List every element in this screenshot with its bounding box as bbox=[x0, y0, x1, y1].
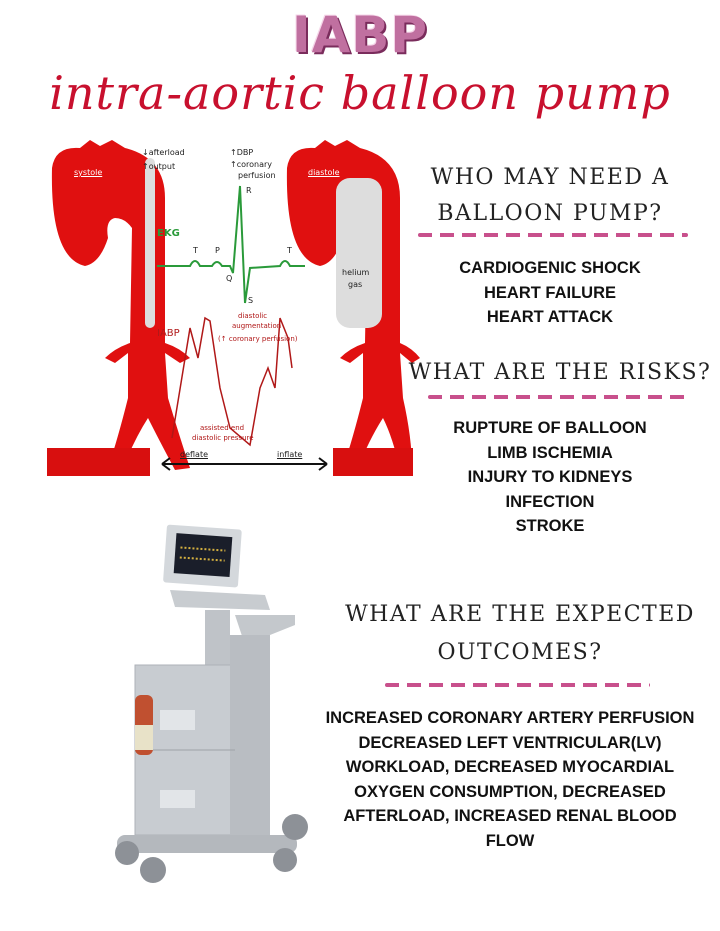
heading-line: BALLOON PUMP? bbox=[437, 201, 663, 226]
dashed-divider bbox=[428, 395, 690, 399]
ekg-s-label: S bbox=[248, 296, 254, 305]
dashed-divider bbox=[418, 233, 688, 237]
diastole-aorta bbox=[286, 140, 420, 470]
list-item: CARDIOGENIC SHOCK bbox=[459, 259, 641, 277]
dbp-label: ↑DBP bbox=[230, 148, 254, 157]
list-item: FLOW bbox=[485, 831, 535, 850]
list-item: HEART FAILURE bbox=[484, 283, 616, 302]
iabp-machine-image bbox=[95, 515, 315, 885]
inflated-balloon bbox=[336, 178, 382, 328]
list-item: RUPTURE OF BALLOON bbox=[453, 419, 647, 437]
ekg-label: EKG bbox=[157, 228, 180, 239]
iabp-diagram: systole diastole ↓afterload ↑output ↑DBP… bbox=[40, 138, 420, 483]
afterload-label: ↓afterload bbox=[142, 148, 185, 157]
ekg-t-label: T bbox=[193, 246, 198, 255]
ekg-q-label: Q bbox=[226, 274, 233, 283]
list-item: LIMB ISCHEMIA bbox=[487, 443, 613, 462]
who-needs-list: CARDIOGENIC SHOCK HEART FAILURE HEART AT… bbox=[410, 256, 690, 330]
aorta-illustration bbox=[47, 140, 420, 476]
augmentation-label: augmentation bbox=[232, 322, 282, 330]
gas-label: gas bbox=[348, 280, 363, 289]
ekg-p-label: P bbox=[215, 246, 220, 255]
ekg-waveform bbox=[157, 185, 305, 304]
iabp-console-drawing bbox=[115, 524, 308, 883]
page-subtitle: intra-aortic balloon pump bbox=[49, 66, 671, 120]
diastolic-label: diastolic bbox=[238, 312, 268, 320]
list-item: INCREASED CORONARY ARTERY PERFUSION bbox=[325, 709, 695, 727]
list-item: INJURY TO KIDNEYS bbox=[467, 468, 633, 486]
perfusion-label: perfusion bbox=[238, 171, 276, 180]
iabp-waveform bbox=[171, 316, 293, 447]
heading-line: OUTCOMES? bbox=[437, 640, 603, 665]
risks-heading: WHAT ARE THE RISKS? bbox=[400, 355, 720, 391]
ekg-t2-label: T bbox=[287, 246, 292, 255]
systole-aorta bbox=[51, 140, 190, 470]
inflate-label: inflate bbox=[277, 450, 303, 459]
list-item: AFTERLOAD, INCREASED RENAL BLOOD bbox=[343, 807, 677, 825]
systole-bar bbox=[47, 448, 150, 476]
ekg-r-label: R bbox=[246, 186, 252, 195]
list-item: DECREASED LEFT VENTRICULAR(LV) bbox=[358, 733, 662, 752]
systole-label: systole bbox=[74, 168, 103, 177]
coronary-perfusion-label: (↑ coronary perfusion) bbox=[218, 335, 298, 343]
risks-list: RUPTURE OF BALLOON LIMB ISCHEMIA INJURY … bbox=[410, 416, 690, 539]
heading-line: WHO MAY NEED A bbox=[430, 165, 670, 190]
outcomes-list: INCREASED CORONARY ARTERY PERFUSION DECR… bbox=[300, 706, 720, 853]
diastolic-pressure-label: diastolic pressure bbox=[192, 434, 254, 442]
list-item: WORKLOAD, DECREASED MYOCARDIAL bbox=[345, 758, 675, 776]
heading-line: WHAT ARE THE EXPECTED bbox=[345, 602, 695, 627]
heading-line: WHAT ARE THE RISKS? bbox=[408, 360, 712, 385]
iabp-label: IABP bbox=[157, 328, 180, 339]
helium-label: helium bbox=[342, 268, 370, 277]
deflate-inflate-arrow-icon bbox=[161, 457, 328, 471]
list-item: HEART ATTACK bbox=[486, 308, 614, 326]
deflate-label: deflate bbox=[180, 450, 208, 459]
assisted-label: assisted end bbox=[200, 424, 245, 432]
diastole-label: diastole bbox=[308, 168, 340, 177]
list-item: STROKE bbox=[515, 517, 585, 535]
monitor-screen bbox=[173, 533, 233, 577]
list-item: INFECTION bbox=[505, 492, 595, 511]
page-title: IABP bbox=[291, 6, 429, 64]
output-label: ↑output bbox=[142, 162, 176, 171]
deflated-balloon bbox=[145, 158, 155, 328]
dashed-divider bbox=[385, 683, 650, 687]
coronary-label: ↑coronary bbox=[230, 160, 272, 169]
outcomes-heading: WHAT ARE THE EXPECTED OUTCOMES? bbox=[335, 597, 705, 671]
list-item: OXYGEN CONSUMPTION, DECREASED bbox=[354, 782, 666, 801]
who-needs-heading: WHO MAY NEED A BALLOON PUMP? bbox=[410, 160, 690, 232]
diastole-bar bbox=[333, 448, 413, 476]
